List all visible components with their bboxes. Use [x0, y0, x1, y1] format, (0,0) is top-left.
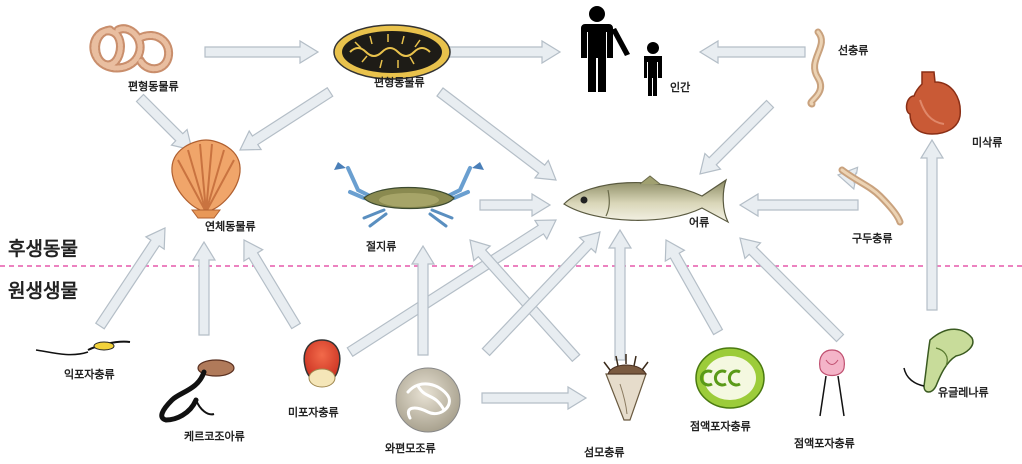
- label-kinetoplastid: 익포자충류: [64, 366, 115, 382]
- dinoflagellate-icon: [604, 354, 648, 420]
- arrow-6: [437, 88, 556, 180]
- arrow-19: [609, 230, 631, 360]
- arrow-7: [700, 101, 774, 175]
- apicomplexan-icon: [304, 340, 340, 387]
- arrow-2: [450, 41, 560, 63]
- nemertean-worm-icon: [94, 29, 169, 69]
- ciliate-icon: [696, 348, 764, 408]
- haplosporidian-cyst-icon: [396, 368, 460, 432]
- label-nematode-top: 선충류: [838, 42, 868, 58]
- arrow-4: [240, 88, 333, 150]
- label-mollusc: 연체동물류: [205, 218, 256, 234]
- label-microsporidian: 점액포자충류: [794, 435, 855, 451]
- arrow-1: [205, 41, 318, 63]
- arrow-14: [244, 240, 300, 329]
- arrow-3: [700, 41, 805, 63]
- tunicate-icon: [907, 72, 961, 134]
- arrow-12: [96, 228, 165, 329]
- arrow-17: [470, 240, 580, 361]
- euglenid-icon: [904, 329, 973, 392]
- kinetoplastid-icon: [36, 342, 130, 355]
- label-apicomplexan: 미포자충류: [288, 404, 339, 420]
- arrow-5: [137, 95, 193, 151]
- label-nemertean: 편형동물류: [128, 78, 179, 94]
- crab-icon: [334, 162, 484, 226]
- cercozoan-icon: [162, 360, 234, 420]
- flatworm-icon: [334, 25, 450, 79]
- section-label-metazoa: 후생동물: [8, 234, 78, 261]
- human-family-icon: [581, 6, 662, 96]
- arrow-11: [921, 140, 943, 310]
- label-tunicate: 미삭류: [972, 134, 1002, 150]
- label-acanthocephalan: 구두충류: [852, 230, 892, 246]
- arrow-21: [740, 238, 844, 342]
- arrow-9: [740, 194, 858, 216]
- scallop-icon: [172, 140, 240, 218]
- label-crab: 절지류: [366, 238, 396, 254]
- microsporidian-icon: [820, 350, 845, 416]
- arrow-13: [193, 242, 215, 335]
- nematode-top-icon: [811, 32, 822, 104]
- label-dinoflagellate: 섬모충류: [584, 444, 624, 460]
- label-ciliate: 점액포자충류: [690, 418, 751, 434]
- arrow-8: [480, 194, 550, 216]
- arrow-22: [482, 387, 586, 409]
- arrow-20: [665, 240, 722, 335]
- label-flatworm: 편형동물류: [374, 74, 425, 90]
- label-haplosporidian: 와편모조류: [385, 440, 436, 456]
- label-cercozoan: 케르코조아류: [184, 428, 245, 444]
- label-human: 인간: [670, 79, 690, 95]
- section-label-protists: 원생생물: [8, 276, 78, 303]
- label-euglenid: 유글레나류: [938, 384, 989, 400]
- label-fish: 어류: [689, 214, 709, 230]
- acanthocephalan-icon: [842, 170, 900, 222]
